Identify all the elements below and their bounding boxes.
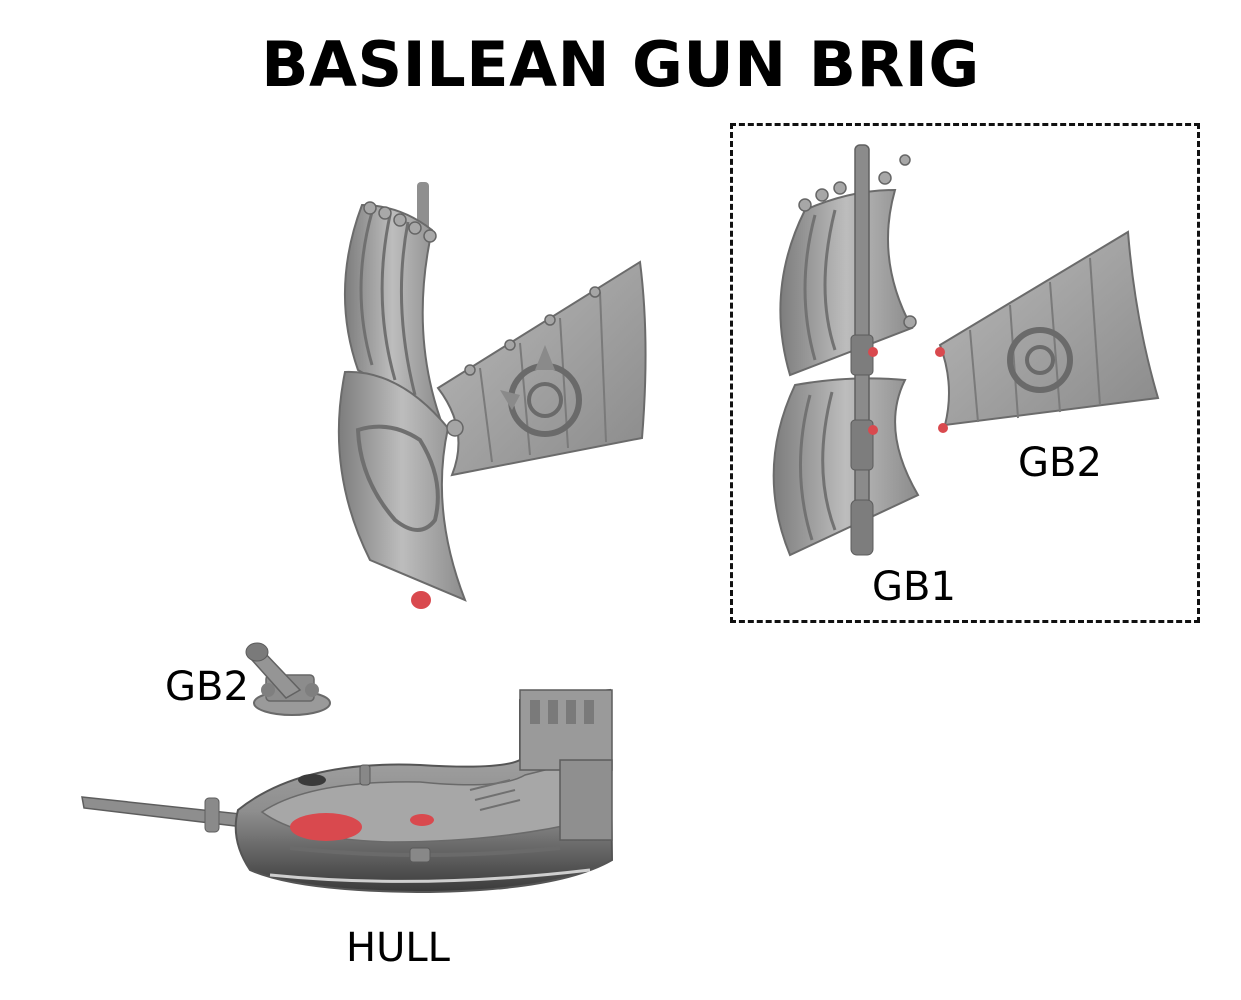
subassembly-box [730,123,1200,623]
hull-art [81,688,614,894]
label-gb2-cannon: GB2 [165,664,249,710]
label-gb2-sail: GB2 [1018,440,1102,486]
gb2-sail-art [935,230,1160,433]
label-gb1: GB1 [872,564,956,610]
assembled-mast [337,182,647,609]
label-hull: HULL [346,925,450,971]
gb1-part-art [772,144,920,557]
page-title: BASILEAN GUN BRIG [261,28,980,101]
cannon-art [245,642,331,716]
